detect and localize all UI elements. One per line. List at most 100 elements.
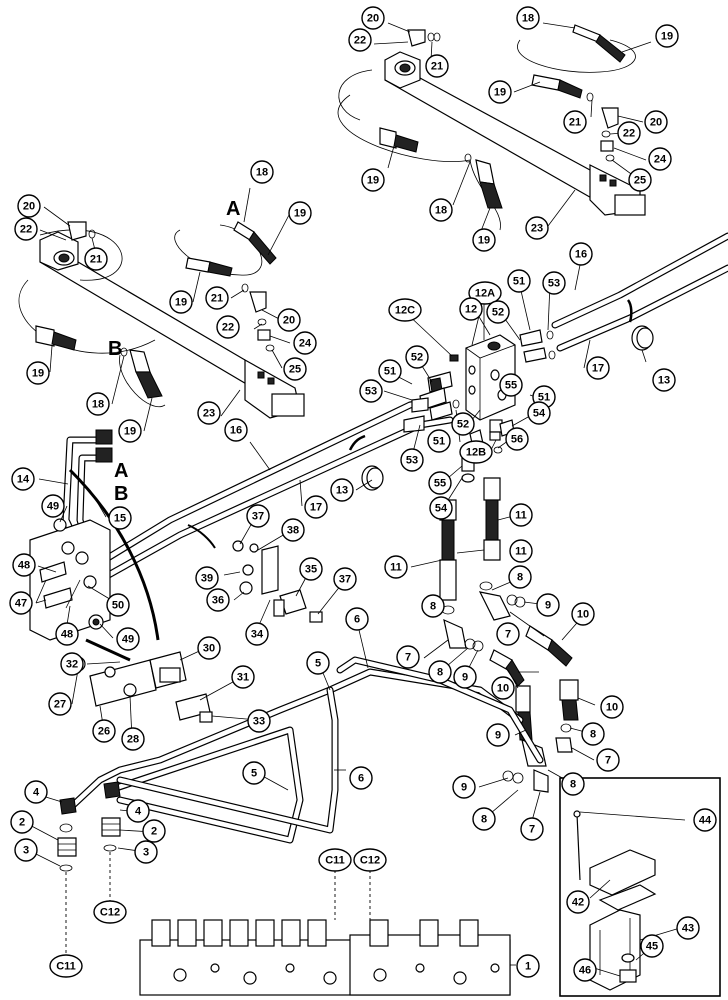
callout-label: 19: [124, 426, 136, 438]
upper-right-fittings: [379, 24, 626, 209]
callout-label: 8: [437, 667, 443, 679]
upper-left-fittings: [35, 221, 277, 399]
callout-c4b: 4: [126, 799, 150, 823]
callout-label: 2: [19, 817, 25, 829]
callout-label: 11: [515, 510, 527, 522]
view-letter-a-tube: A: [114, 460, 128, 482]
callout-c11d: C11: [318, 848, 352, 872]
left-bracket: [29, 518, 111, 641]
callout-label: 8: [590, 729, 596, 741]
callout-label: 19: [175, 297, 187, 309]
callout-label: 23: [531, 223, 543, 235]
lower-left-fittings: [57, 817, 121, 960]
callout-c32: 32: [60, 652, 84, 676]
callout-label: 43: [682, 923, 694, 935]
callout-c55a: 55: [499, 373, 523, 397]
callout-label: 17: [592, 363, 604, 375]
callout-label: 22: [623, 128, 635, 140]
callout-c1: 1: [516, 954, 540, 978]
callout-label: 8: [481, 814, 487, 826]
callout-label: 20: [650, 117, 662, 129]
callout-c9a: 9: [536, 593, 560, 617]
callout-c12a: 12A: [468, 281, 502, 305]
callout-c7a: 7: [496, 622, 520, 646]
callout-label: 49: [47, 501, 59, 513]
callout-label: 10: [606, 702, 618, 714]
callout-label: 26: [98, 726, 110, 738]
callout-c21b: 21: [563, 110, 587, 134]
callout-c56: 56: [505, 427, 529, 451]
callout-c53c: 53: [400, 448, 424, 472]
callout-c7c: 7: [596, 748, 620, 772]
callout-label: 52: [457, 419, 469, 431]
callout-c4a: 4: [24, 780, 48, 804]
callout-label: 10: [577, 609, 589, 621]
callout-label: 18: [435, 205, 447, 217]
callout-c25b: 25: [283, 357, 307, 381]
callout-label: 34: [251, 629, 264, 641]
callout-c6a: 6: [345, 607, 369, 631]
callout-label: 12C: [395, 305, 415, 317]
callout-c8d: 8: [581, 722, 605, 746]
callout-label: 56: [511, 434, 523, 446]
callout-label: 53: [548, 278, 560, 290]
callout-c36: 36: [206, 588, 230, 612]
callout-label: 7: [529, 824, 535, 836]
callout-c8a: 8: [508, 565, 532, 589]
callout-label: 52: [492, 307, 504, 319]
callout-label: 12: [465, 304, 477, 316]
callout-label: 21: [90, 254, 102, 266]
callout-c18b: 18: [429, 198, 453, 222]
callout-c49a: 49: [41, 494, 65, 518]
callout-c44: 44: [693, 808, 717, 832]
callout-label: 44: [699, 815, 712, 827]
callout-c20c: 20: [17, 194, 41, 218]
callout-label: 52: [411, 352, 423, 364]
valve-block: [449, 334, 516, 441]
callout-c34: 34: [245, 622, 269, 646]
callout-c13a: 13: [652, 368, 676, 392]
callout-c26: 26: [92, 719, 116, 743]
callout-label: 55: [505, 380, 517, 392]
lower-plates: [70, 638, 213, 723]
callout-label: 20: [283, 315, 295, 327]
callout-c20d: 20: [277, 308, 301, 332]
view-letter-b-left: B: [108, 338, 122, 360]
callout-c42: 42: [566, 890, 590, 914]
callout-label: C12: [100, 907, 120, 919]
callout-c39: 39: [195, 566, 219, 590]
callout-label: C12: [360, 855, 380, 867]
callout-label: 38: [287, 525, 299, 537]
callout-c51d: 51: [427, 429, 451, 453]
callout-c11a: 11: [509, 503, 533, 527]
callout-label: 21: [211, 293, 223, 305]
callout-label: 5: [315, 658, 321, 670]
inset-bracket: [559, 777, 721, 997]
callout-label: 54: [533, 408, 546, 420]
callout-c52a: 52: [486, 300, 510, 324]
callout-c19e: 19: [288, 201, 312, 225]
callout-c21a: 21: [425, 54, 449, 78]
callout-c11e: C11: [49, 954, 83, 978]
callout-label: 9: [461, 782, 467, 794]
callout-label: 51: [538, 392, 550, 404]
callout-c37a: 37: [246, 504, 270, 528]
callout-c27: 27: [48, 692, 72, 716]
callout-label: 46: [579, 965, 591, 977]
callout-c23b: 23: [197, 401, 221, 425]
callout-label: 45: [646, 941, 658, 953]
callout-label: 18: [522, 13, 534, 25]
callout-c48a: 48: [12, 553, 36, 577]
callout-c49b: 49: [116, 627, 140, 651]
callout-c23a: 23: [525, 216, 549, 240]
callout-c21d: 21: [205, 286, 229, 310]
upper-left-cylinder: [18, 224, 305, 419]
callout-label: 49: [122, 634, 134, 646]
callout-c50: 50: [106, 593, 130, 617]
callout-c19f: 19: [169, 290, 193, 314]
view-letter-b-tube: B: [114, 483, 128, 505]
callout-label: 37: [252, 511, 264, 523]
callout-label: 51: [384, 366, 396, 378]
callout-c17b: 17: [304, 495, 328, 519]
callout-c19b: 19: [488, 80, 512, 104]
